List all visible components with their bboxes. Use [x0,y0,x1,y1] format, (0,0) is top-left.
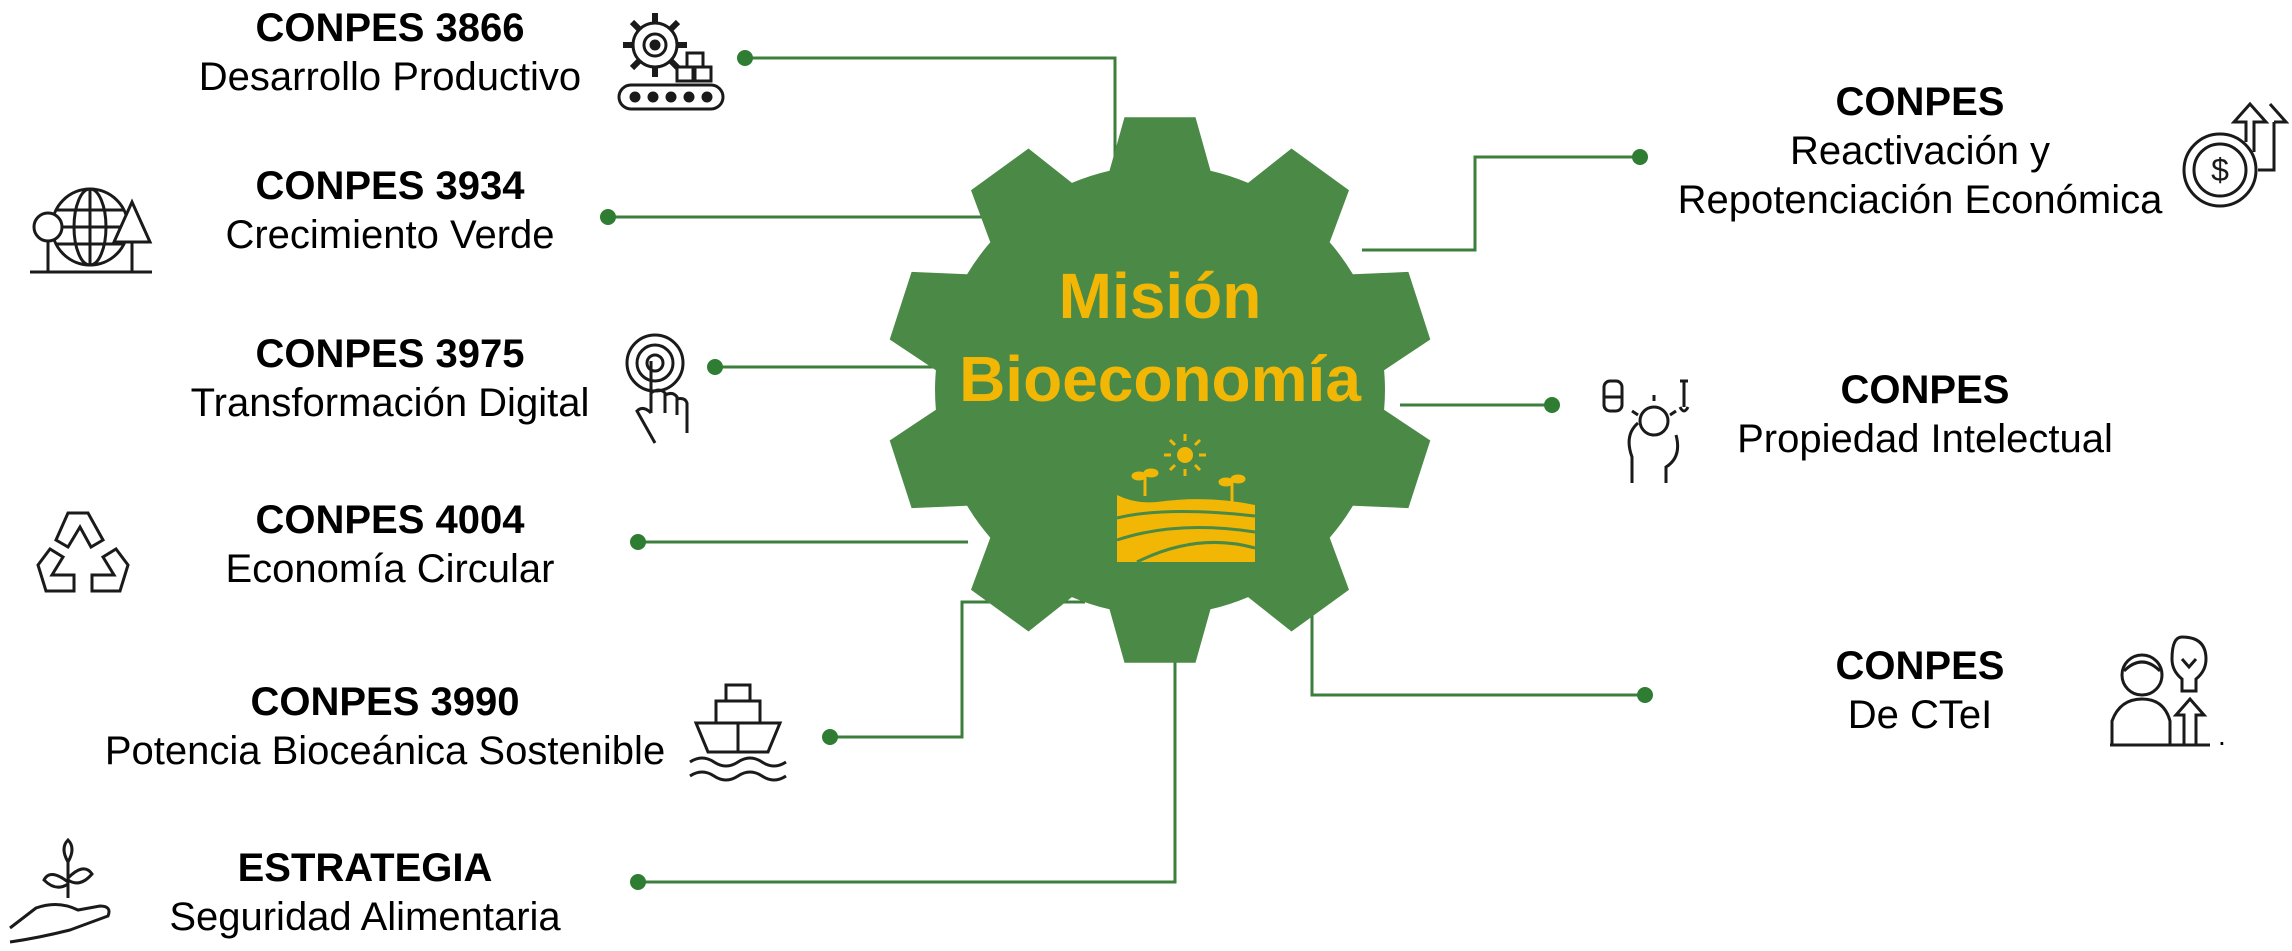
dot-propiedad [1544,397,1560,413]
item-subtitle: De CTeI [1847,692,1993,737]
dot-3975 [707,359,723,375]
item-conpes-ctei: CONPES De CTeI [1770,642,2070,740]
item-subtitle-2: Repotenciación Económica [1677,177,2163,222]
dot-3866 [737,50,753,66]
item-subtitle: Propiedad Intelectual [1737,416,2113,461]
dollar-growth-icon: $ [2182,101,2290,208]
item-conpes-3975: CONPES 3975 Transformación Digital [170,330,610,428]
idea-head-icon [1602,379,1690,483]
item-subtitle: Seguridad Alimentaria [169,894,561,939]
svg-text:$: $ [2211,152,2229,188]
connector-dots [600,50,1653,890]
item-estrategia: ESTRATEGIA Seguridad Alimentaria [150,844,580,942]
item-conpes-3990: CONPES 3990 Potencia Bioceánica Sostenib… [80,678,690,776]
connector-ctei [1310,570,1645,697]
item-conpes-3934: CONPES 3934 Crecimiento Verde [190,162,590,260]
item-title: CONPES [1835,80,2005,124]
plant-hand-icon [9,837,111,944]
item-title: CONPES 3975 [255,332,525,376]
item-subtitle: Desarrollo Productivo [198,54,582,99]
farm-field-icon [1116,434,1256,564]
item-conpes-propiedad: CONPES Propiedad Intelectual [1710,366,2140,464]
ship-icon [689,683,787,782]
item-title: CONPES 3934 [255,164,525,208]
center-title-line2: Bioeconomía [959,343,1361,416]
item-conpes-reactivacion: CONPES Reactivación y Repotenciación Eco… [1660,78,2180,224]
item-subtitle: Crecimiento Verde [225,212,555,257]
item-title: ESTRATEGIA [237,846,493,890]
item-conpes-4004: CONPES 4004 Economía Circular [190,496,590,594]
recycle-icon [36,511,130,593]
center-title-line1: Misión [1058,260,1262,332]
gear-conveyor-icon [617,13,725,111]
item-title: CONPES 3990 [250,680,520,724]
gear-shape [889,117,1431,663]
dot-3990 [822,729,838,745]
item-title: CONPES [1840,368,2010,412]
globe-trees-icon [30,187,153,274]
dot-4004 [630,534,646,550]
central-gear [889,117,1431,663]
item-title: CONPES 4004 [255,498,525,542]
connector-3866 [745,56,1117,180]
trailing-mark: . [2218,720,2226,751]
connector-reactivacion [1362,155,1640,252]
connector-seguridad [638,590,1177,884]
dot-reactivacion [1632,149,1648,165]
item-subtitle: Reactivación y [1789,128,2051,173]
item-subtitle: Potencia Bioceánica Sostenible [104,728,666,773]
item-subtitle: Transformación Digital [190,380,590,425]
person-bulb-icon [2110,635,2210,747]
center-title: Misión Bioeconomía [940,255,1380,421]
item-subtitle: Economía Circular [225,546,555,591]
touch-hand-icon [625,333,689,444]
connectors [608,56,1645,884]
dot-ctei [1637,687,1653,703]
dot-3934 [600,209,616,225]
item-conpes-3866: CONPES 3866 Desarrollo Productivo [180,4,600,102]
item-title: CONPES [1835,644,2005,688]
dot-seguridad [630,874,646,890]
connector-3990 [830,600,1085,739]
item-title: CONPES 3866 [255,6,525,50]
